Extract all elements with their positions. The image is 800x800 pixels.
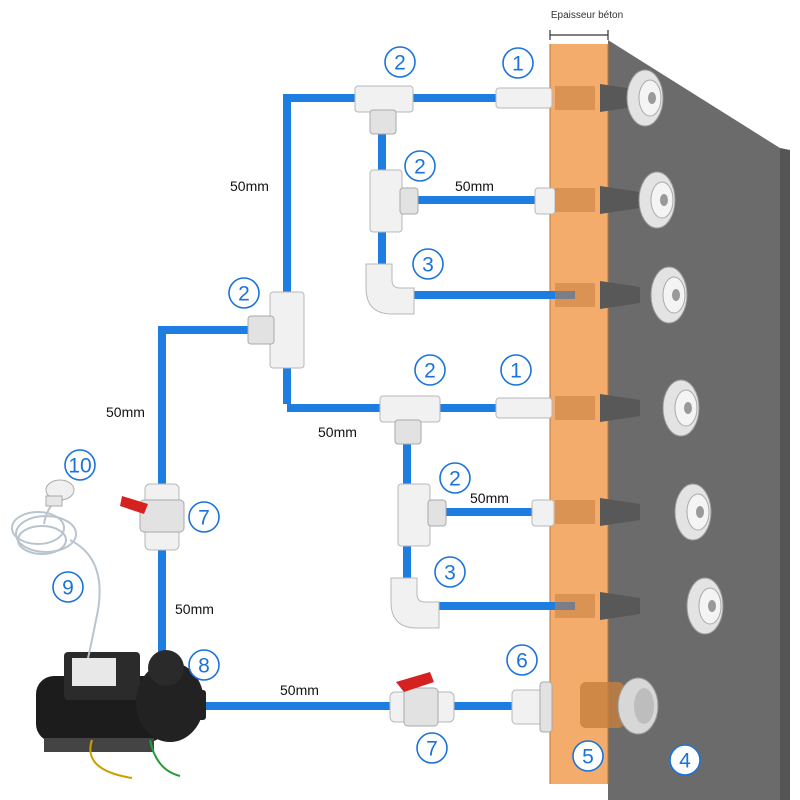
jet-row bbox=[555, 266, 688, 324]
tee-fitting-top bbox=[354, 85, 414, 135]
tee-fitting-lower-top bbox=[379, 395, 441, 445]
jet-row bbox=[555, 69, 664, 127]
callout-tee-lower-top: 2 bbox=[414, 354, 446, 386]
pump-wire bbox=[89, 739, 133, 779]
callout-number: 9 bbox=[62, 577, 74, 600]
callout-number: 1 bbox=[510, 360, 522, 383]
callout-number: 7 bbox=[426, 738, 438, 761]
jet-row bbox=[555, 577, 724, 635]
coupling-upper-mid bbox=[534, 187, 556, 215]
callout-tee-top: 2 bbox=[384, 46, 416, 78]
jet-row bbox=[555, 483, 712, 541]
callout-elbow-upper: 3 bbox=[412, 248, 444, 280]
callout-air-button: 10 bbox=[64, 449, 96, 481]
label-upper-branch: 50mm bbox=[455, 178, 494, 194]
elbow-fitting-lower bbox=[390, 577, 440, 629]
callout-valve-bottom: 7 bbox=[416, 732, 448, 764]
callout-number: 8 bbox=[198, 655, 210, 678]
coupling-top bbox=[495, 87, 553, 109]
label-pump-riser: 50mm bbox=[175, 601, 214, 617]
ball-valve-outlet bbox=[389, 672, 455, 727]
label-left-riser: 50mm bbox=[106, 404, 145, 420]
pool-wall-edge bbox=[780, 148, 790, 800]
air-button bbox=[45, 479, 75, 507]
concrete-thickness-label: Epaisseur béton bbox=[551, 10, 623, 21]
air-hose bbox=[11, 499, 101, 659]
callout-elbow-lower: 3 bbox=[434, 556, 466, 588]
callout-number: 2 bbox=[414, 156, 426, 179]
callout-number: 3 bbox=[444, 562, 456, 585]
callout-suction-fitting: 6 bbox=[506, 644, 538, 676]
callout-number: 7 bbox=[198, 507, 210, 530]
coupling-lower-mid bbox=[531, 499, 555, 527]
jet-row bbox=[555, 171, 676, 229]
tee-fitting-upper-mid bbox=[369, 169, 419, 233]
valve-handle-red-2 bbox=[396, 672, 434, 692]
tee-fitting-main bbox=[247, 291, 305, 369]
label-lower-collector: 50mm bbox=[318, 424, 357, 440]
suction-fitting bbox=[511, 677, 659, 735]
label-lower-branch: 50mm bbox=[470, 490, 509, 506]
callouts: 1 2 2 3 2 2 1 2 3 6 7 8 9 10 7 5 4 bbox=[52, 46, 701, 776]
jet-row bbox=[555, 379, 700, 437]
callout-tee-lower-mid: 2 bbox=[439, 462, 471, 494]
callout-number: 10 bbox=[68, 455, 91, 478]
callout-pool-wall: 4 bbox=[669, 744, 701, 776]
callout-number: 2 bbox=[238, 283, 250, 306]
callout-tee-upper-mid: 2 bbox=[404, 150, 436, 182]
label-top-vertical: 50mm bbox=[230, 178, 269, 194]
pipe-top-loop bbox=[283, 94, 498, 404]
label-pump-outlet: 50mm bbox=[280, 682, 319, 698]
ball-valve-riser bbox=[120, 483, 185, 551]
callout-jet-top: 1 bbox=[502, 47, 534, 79]
callout-concrete-wall: 5 bbox=[572, 740, 604, 772]
callout-number: 4 bbox=[679, 750, 691, 773]
callout-number: 1 bbox=[512, 53, 524, 76]
callout-valve-riser: 7 bbox=[188, 501, 220, 533]
callout-air-hose: 9 bbox=[52, 571, 84, 603]
thickness-dimension bbox=[549, 30, 609, 40]
callout-number: 3 bbox=[422, 254, 434, 277]
callout-number: 5 bbox=[582, 746, 594, 769]
callout-tee-main: 2 bbox=[228, 277, 260, 309]
coupling-lower-top bbox=[495, 397, 553, 419]
pump-label-plate bbox=[72, 658, 116, 686]
pump bbox=[36, 650, 206, 752]
pump-wire-2 bbox=[149, 739, 181, 777]
jet-fittings bbox=[555, 69, 724, 635]
callout-jet-lower: 1 bbox=[500, 354, 532, 386]
tee-fitting-lower-mid bbox=[397, 483, 447, 547]
callout-number: 6 bbox=[516, 650, 528, 673]
valve-handle-red bbox=[120, 496, 148, 514]
elbow-fitting-upper bbox=[365, 263, 415, 315]
callout-number: 2 bbox=[449, 468, 461, 491]
callout-number: 2 bbox=[394, 52, 406, 75]
callout-pump: 8 bbox=[188, 649, 220, 681]
callout-number: 2 bbox=[424, 360, 436, 383]
